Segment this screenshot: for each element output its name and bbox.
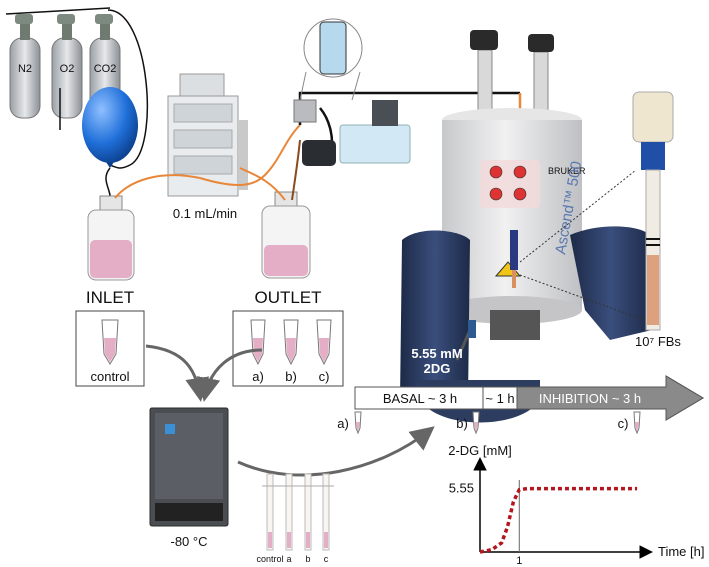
graph-x-label: Time [h] [658,544,704,559]
timeline-marker-b: b) [456,416,468,431]
tube-label-b: b [305,554,310,564]
flow-rate-label: 0.1 mL/min [173,206,237,221]
timeline-markers [354,411,641,435]
graph-y-tick: 5.55 [449,481,474,496]
inhibition-phase-label: INHIBITION ~ 3 h [539,391,641,406]
frozen-tubes [262,473,334,551]
tube-label-control: control [256,554,283,564]
timeline-arrow [354,375,704,421]
gas-label-n2: N2 [18,63,32,75]
outlet-bottle [261,191,311,279]
flow-arrows [145,344,435,477]
inlet-sample-box: control [75,310,145,387]
outlet-sample-box: a) b) c) [232,310,344,387]
concentration-graph [473,457,653,559]
graph-y-label: 2-DG [mM] [448,443,512,458]
injection-compound: 2DG [424,361,451,376]
sample-label-a: a) [252,369,264,384]
nmr-tube-zoom [519,91,674,331]
inlet-label: INLET [86,288,134,307]
sample-label-b: b) [285,369,297,384]
sample-label-c: c) [319,369,330,384]
warning-icons [489,165,527,201]
freezer-temperature: -80 °C [171,534,208,549]
inlet-bottle [87,195,135,281]
brand-label: BRUKER [548,166,586,176]
injection-concentration: 5.55 mM [411,346,462,361]
gap-phase-label: ~ 1 h [485,391,514,406]
timeline-marker-a: a) [337,416,349,431]
gas-label-o2: O2 [60,63,75,75]
timeline-marker-c: c) [618,416,629,431]
graph-x-tick: 1 [516,555,522,567]
tube-label-c: c [324,554,329,564]
gas-exchange-module [293,18,411,166]
tube-label-a: a [286,554,291,564]
hplc-pump [167,73,248,197]
control-label: control [90,369,129,384]
gas-label-co2: CO2 [94,63,117,75]
outlet-label: OUTLET [254,288,321,307]
cell-count-label: 10⁷ FBs [635,334,681,349]
cylinder-n2: N2 [9,14,41,119]
cylinder-o2: O2 [51,14,83,119]
basal-phase-label: BASAL ~ 3 h [383,391,457,406]
injection-syringe [455,320,476,361]
concentration-curve [479,486,638,554]
freezer [149,407,229,527]
